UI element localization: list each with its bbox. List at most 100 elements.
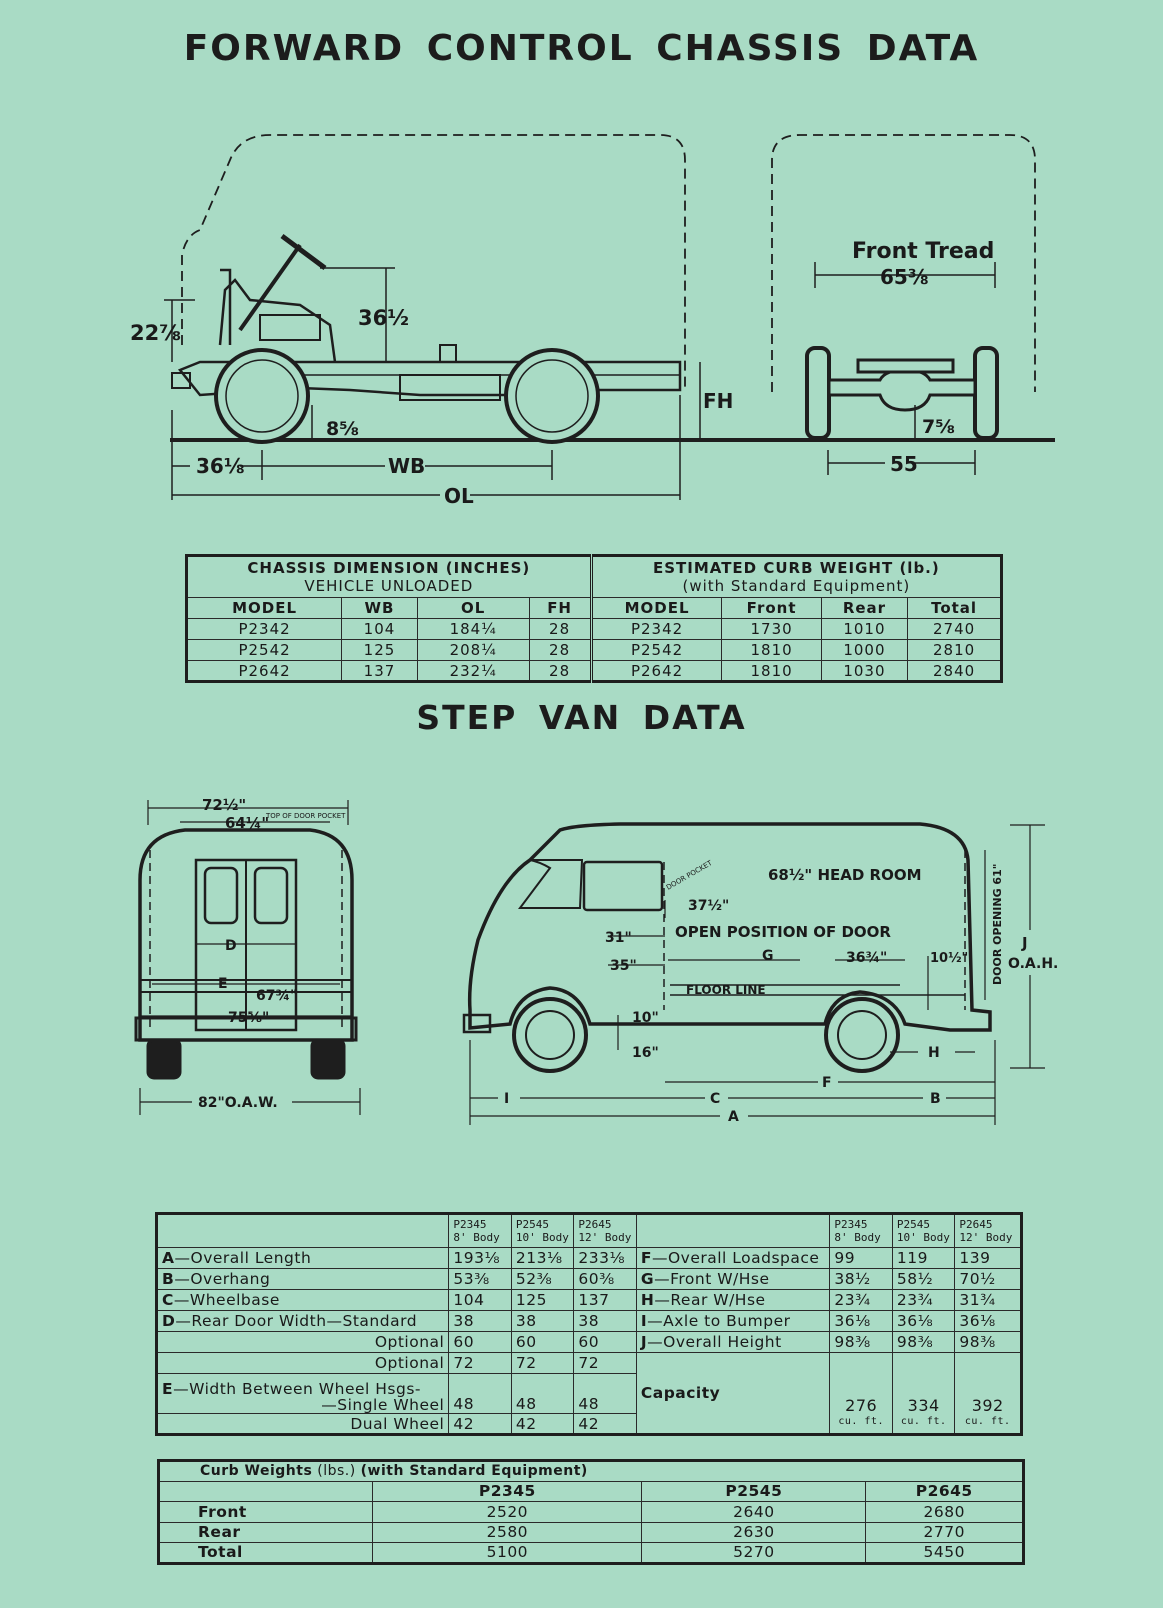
dim-36-1-8: 36⅛: [196, 454, 245, 478]
col-header: Front: [721, 597, 822, 619]
label-ol: OL: [444, 484, 474, 508]
table-row: P2342 104 184¼ 28 P2342 1730 1010 2740: [185, 618, 1002, 640]
open-position-of-door: OPEN POSITION OF DOOR: [675, 923, 891, 941]
chassis-data-table: CHASSIS DIMENSION (INCHES) VEHICLE UNLOA…: [185, 554, 1003, 683]
curb-weight-title: ESTIMATED CURB WEIGHT (lb.): [652, 559, 940, 577]
col-header: P2345: [372, 1480, 643, 1502]
head-room: 68½" HEAD ROOM: [768, 866, 922, 884]
label-c: C: [710, 1091, 720, 1107]
table-row: Dual Wheel 42 42 42: [155, 1413, 1022, 1435]
dim-36-3-4: 36¾": [846, 950, 887, 966]
dim-10: 10": [632, 1010, 659, 1026]
table-row: A—Overall Length 193⅛ 213⅛ 233⅛ F—Overal…: [155, 1247, 1022, 1269]
table-row: Total 5100 5270 5450: [157, 1542, 1024, 1564]
cell: 2810: [907, 639, 1002, 661]
dim-31: 31": [605, 930, 632, 946]
curb-weights-table: Curb Weights (lbs.) (with Standard Equip…: [157, 1459, 1025, 1565]
door-opening: DOOR OPENING 61": [991, 864, 1004, 985]
cell: 184¼: [416, 618, 530, 640]
col-header: Total: [907, 597, 1002, 619]
table-row: D—Rear Door Width—Standard 38 38 38 I—Ax…: [155, 1310, 1022, 1332]
cell: 28: [528, 618, 592, 640]
cell: P2642: [185, 660, 343, 682]
cell: 1000: [820, 639, 909, 661]
chassis-section-title: FORWARD CONTROL CHASSIS DATA: [183, 28, 980, 69]
cell: 1730: [721, 618, 822, 640]
cell: 2740: [907, 618, 1002, 640]
dim-75-5-8: 75⅝": [228, 1010, 269, 1026]
cell: 208¼: [416, 639, 530, 661]
label-d: D: [225, 938, 237, 954]
cell: 1810: [721, 639, 822, 661]
label-b: B: [930, 1091, 941, 1107]
col-header: WB: [341, 597, 418, 619]
dim-8-5-8: 8⅝: [326, 418, 359, 440]
table-row: P2542 125 208¼ 28 P2542 1810 1000 2810: [185, 639, 1002, 661]
col-header: P2645: [865, 1480, 1024, 1502]
cell: P2342: [589, 618, 723, 640]
col-header: OL: [416, 597, 530, 619]
rear-width-72: 72½": [202, 796, 246, 814]
chassis-dim-subtitle: VEHICLE UNLOADED: [304, 577, 474, 595]
cell: 232¼: [416, 660, 530, 682]
label-a: A: [728, 1109, 739, 1125]
step-van-diagram: 72½" 64¼" TOP OF DOOR POCKET D E 67¾" 75…: [134, 796, 1058, 1125]
chassis-dim-title: CHASSIS DIMENSION (INCHES): [247, 559, 531, 577]
dim-10-1-2: 10½": [930, 951, 968, 966]
capacity-label: Capacity: [635, 1352, 831, 1435]
dim-36-1-2: 36½: [358, 306, 409, 330]
cell: 2840: [907, 660, 1002, 682]
van-section-title: STEP VAN DATA: [416, 698, 747, 737]
cell: P2542: [589, 639, 723, 661]
col-header: FH: [528, 597, 592, 619]
front-tread-label: Front Tread: [852, 239, 994, 264]
curb-weight-subtitle: (with Standard Equipment): [682, 577, 911, 595]
label-fh: FH: [703, 389, 733, 413]
dim-16: 16": [632, 1045, 659, 1061]
dim-37-1-2: 37½": [688, 898, 729, 914]
col-header: MODEL: [589, 597, 723, 619]
dim-7-5-8: 7⅝: [922, 416, 955, 438]
cell: 1810: [721, 660, 822, 682]
cell: 1030: [820, 660, 909, 682]
label-h: H: [928, 1045, 940, 1061]
rear-width-64: 64¼": [225, 814, 269, 832]
cell: P2342: [185, 618, 343, 640]
table-row: P2642 137 232¼ 28 P2642 1810 1030 2840: [185, 660, 1002, 682]
front-tread-value: 65⅜: [880, 265, 929, 289]
cell: 125: [341, 639, 418, 661]
col-header: MODEL: [185, 597, 343, 619]
chassis-diagram: Front Tread 65⅜ 22⅞ 36½ 8⅝ 7⅝ 36⅛ 55 WB …: [130, 134, 1055, 508]
cell: P2542: [185, 639, 343, 661]
dim-22-7-8: 22⅞: [130, 321, 181, 345]
label-g: G: [762, 948, 774, 964]
table-row: Front 2520 2640 2680: [157, 1501, 1024, 1523]
floor-line: FLOOR LINE: [686, 983, 766, 997]
label-wb: WB: [388, 454, 425, 478]
oah: O.A.H.: [1008, 956, 1058, 972]
curb-weights-caption: Curb Weights (lbs.) (with Standard Equip…: [158, 1460, 1024, 1482]
dim-55: 55: [890, 452, 918, 476]
cell: P2642: [589, 660, 723, 682]
label-i: I: [504, 1091, 509, 1107]
cell: 28: [528, 639, 592, 661]
table-row: Optional 60 60 60 J—Overall Height 98⅜ 9…: [155, 1331, 1022, 1353]
cell: 104: [341, 618, 418, 640]
dim-67-3-4: 67¾": [256, 988, 297, 1004]
label-e: E: [218, 976, 228, 992]
table-row: Rear 2580 2630 2770: [157, 1521, 1024, 1543]
oaw: 82"O.A.W.: [198, 1095, 278, 1111]
cell: 1010: [820, 618, 909, 640]
col-header: Rear: [820, 597, 909, 619]
col-header: P2545: [641, 1480, 867, 1502]
top-of-door-pocket: TOP OF DOOR POCKET: [265, 812, 346, 820]
label-f: F: [822, 1075, 832, 1091]
